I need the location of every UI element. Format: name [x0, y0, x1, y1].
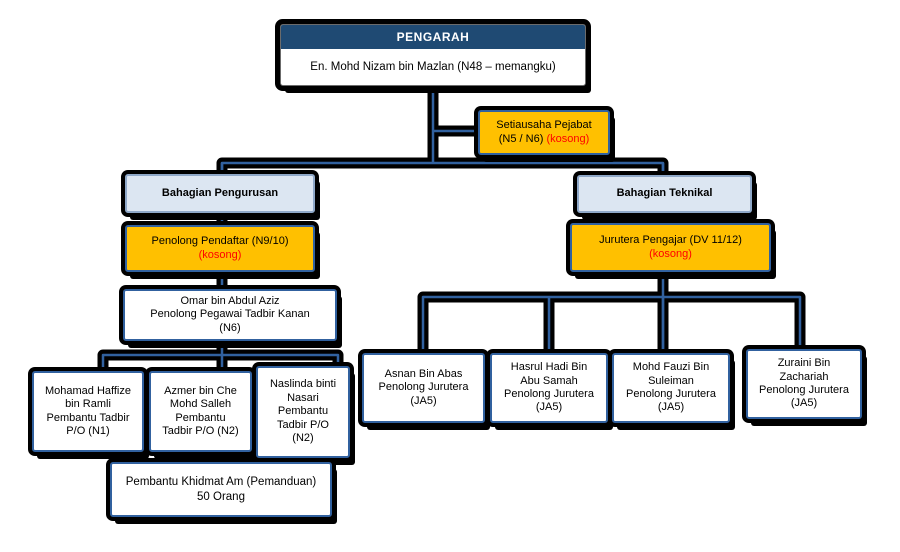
node-pengarah: PENGARAH En. Mohd Nizam bin Mazlan (N48 … [280, 24, 586, 86]
jurutera-vacant-label: (kosong) [649, 247, 692, 260]
azmer-line-1: Azmer bin Che [164, 384, 237, 397]
asnan-line-2: Penolong Jurutera [378, 381, 469, 394]
omar-line-1: Omar bin Abdul Aziz [180, 294, 280, 307]
node-azmer: Azmer bin Che Mohd Salleh Pembantu Tadbi… [149, 371, 252, 452]
zuraini-line-3: Penolong Jurutera [759, 384, 849, 396]
pembantu-khidmat-line-1: Pembantu Khidmat Am (Pemanduan) [125, 476, 317, 489]
omar-line-2: Penolong Pegawai Tadbir Kanan [150, 308, 310, 321]
asnan-line-3: (JA5) [410, 394, 437, 407]
haffize-line-3: Pembantu Tadbir [46, 411, 130, 424]
naslinda-line-2: Nasari [287, 391, 319, 404]
zuraini-line-1: Zuraini Bin [777, 357, 831, 370]
haffize-line-2: bin Ramli [65, 398, 111, 411]
azmer-line-2: Mohd Salleh [169, 398, 232, 411]
fauzi-line-2: Suleiman [648, 374, 694, 387]
zuraini-line-2: Zachariah [779, 370, 829, 383]
node-bahagian-teknikal: Bahagian Teknikal [577, 175, 752, 213]
naslinda-line-4: Tadbir P/O [277, 418, 329, 431]
node-bahagian-pengurusan: Bahagian Pengurusan [125, 174, 315, 213]
setiausaha-line-2: (N5 / N6) (kosong) [499, 133, 589, 146]
node-pembantu-khidmat-am: Pembantu Khidmat Am (Pemanduan) 50 Orang [110, 462, 332, 517]
setiausaha-grade: (N5 / N6) [498, 132, 544, 145]
bahagian-teknikal-label: Bahagian Teknikal [616, 187, 713, 200]
pengarah-name: En. Mohd Nizam bin Mazlan (N48 – memangk… [310, 61, 556, 73]
fauzi-line-4: (JA5) [657, 401, 685, 414]
hasrul-line-4: (JA5) [535, 401, 563, 414]
naslinda-line-5: (N2) [292, 432, 314, 445]
pengarah-title: PENGARAH [281, 25, 585, 49]
jurutera-title: Jurutera Pengajar (DV 11/12) [599, 234, 742, 247]
hasrul-line-3: Penolong Jurutera [504, 388, 594, 400]
node-hasrul: Hasrul Hadi Bin Abu Samah Penolong Jurut… [490, 353, 608, 423]
node-zuraini: Zuraini Bin Zachariah Penolong Jurutera … [746, 349, 862, 419]
fauzi-line-1: Mohd Fauzi Bin [632, 361, 710, 374]
zuraini-line-4: (JA5) [790, 397, 818, 410]
naslinda-line-1: Naslinda binti [269, 378, 337, 391]
haffize-line-4: P/O (N1) [66, 424, 110, 437]
node-haffize: Mohamad Haffize bin Ramli Pembantu Tadbi… [32, 371, 144, 452]
naslinda-line-3: Pembantu [277, 405, 329, 418]
pembantu-khidmat-line-2: 50 Orang [197, 490, 245, 503]
node-naslinda: Naslinda binti Nasari Pembantu Tadbir P/… [256, 366, 350, 458]
penolong-pendaftar-vacant-label: (kosong) [198, 248, 242, 261]
penolong-pendaftar-title: Penolong Pendaftar (N9/10) [151, 235, 289, 248]
node-jurutera-pengajar: Jurutera Pengajar (DV 11/12) (kosong) [570, 223, 771, 272]
node-setiausaha-pejabat: Setiausaha Pejabat (N5 / N6) (kosong) [478, 110, 610, 155]
node-asnan: Asnan Bin Abas Penolong Jurutera (JA5) [362, 353, 485, 423]
node-omar: Omar bin Abdul Aziz Penolong Pegawai Tad… [123, 289, 337, 341]
hasrul-line-1: Hasrul Hadi Bin [510, 361, 588, 374]
omar-line-3: (N6) [219, 321, 241, 334]
haffize-line-1: Mohamad Haffize [44, 384, 131, 397]
asnan-line-1: Asnan Bin Abas [384, 367, 463, 380]
bahagian-pengurusan-label: Bahagian Pengurusan [161, 186, 279, 199]
azmer-line-3: Pembantu [175, 411, 226, 424]
setiausaha-line-1: Setiausaha Pejabat [496, 119, 592, 132]
azmer-line-4: Tadbir P/O (N2) [162, 424, 239, 437]
fauzi-line-3: Penolong Jurutera [626, 388, 716, 400]
node-penolong-pendaftar: Penolong Pendaftar (N9/10) (kosong) [125, 225, 315, 272]
node-fauzi: Mohd Fauzi Bin Suleiman Penolong Juruter… [612, 353, 730, 423]
hasrul-line-2: Abu Samah [520, 374, 578, 387]
setiausaha-vacant-label: (kosong) [546, 132, 590, 145]
